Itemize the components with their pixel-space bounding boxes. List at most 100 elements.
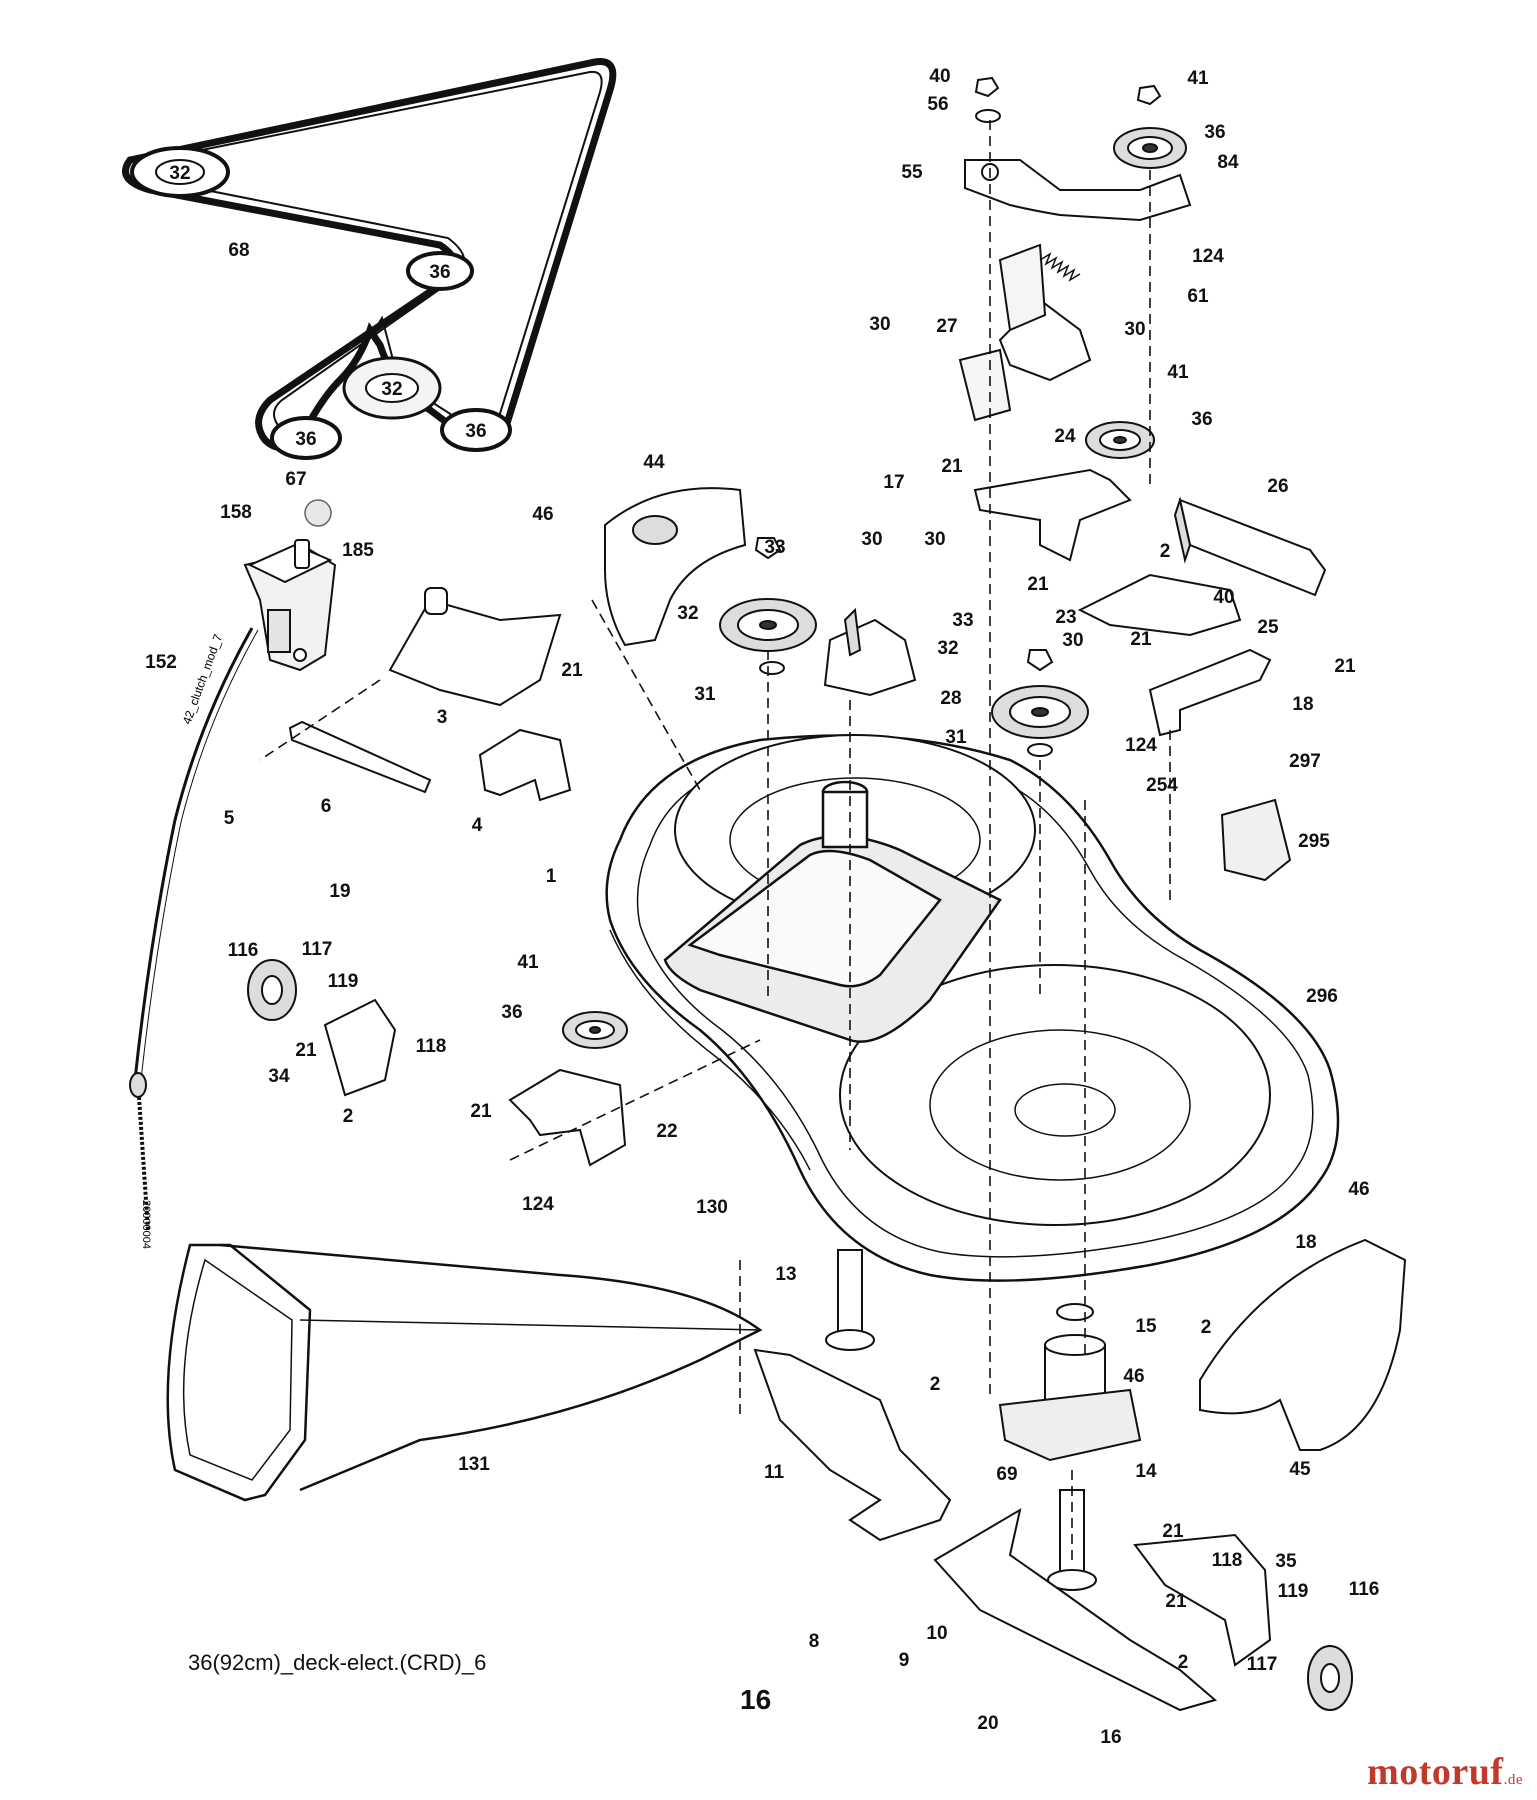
pulley-36-right [406,251,474,291]
callout-41: 41 [1187,68,1209,89]
callout-119: 119 [328,971,359,992]
callout-15: 15 [1135,1316,1157,1337]
pulley-num-36a: 36 [429,262,450,283]
bracket-3 [388,587,562,707]
diagram-caption: 36(92cm)_deck-elect.(CRD)_6 [188,1650,487,1675]
callout-44: 44 [643,452,665,473]
bracket-26 [1173,496,1327,597]
spindle-housing-14 [998,1303,1142,1462]
bracket-28 [823,607,917,697]
callout-185: 185 [342,540,374,561]
callout-25: 25 [1257,617,1279,638]
callout-21: 21 [1130,629,1152,650]
callout-21: 21 [941,456,963,477]
callout-61: 61 [1187,286,1209,307]
callout-46: 46 [532,504,553,525]
callout-41: 41 [517,952,539,973]
mid-pulley-36 [1085,421,1155,459]
callout-45: 45 [1289,1459,1311,1480]
pulley-num-32b: 32 [381,379,402,400]
callout-124: 124 [1125,735,1157,756]
bracket-22 [508,1068,627,1167]
pulley-num-36c: 36 [465,421,486,442]
callout-119: 119 [1278,1581,1309,1602]
callout-118: 118 [1212,1550,1243,1571]
watermark-name: motoruf [1367,1751,1504,1793]
callout-295: 295 [1298,831,1330,852]
callout-10: 10 [926,1623,947,1644]
callout-36: 36 [501,1002,522,1023]
callout-116: 116 [228,940,259,961]
blade-16 [933,1507,1218,1712]
deck-right-spindle-hole [1014,1083,1116,1137]
clutch-cable-group [129,627,259,1231]
callout-4: 4 [472,815,483,836]
callout-18: 18 [1292,694,1313,715]
belt-guide-45 [1199,1238,1407,1451]
callout-36: 36 [1204,122,1225,143]
callout-3: 3 [437,707,448,728]
callout-30: 30 [869,314,890,335]
deck-spindle-tube-body [821,790,869,849]
pulley-32-center-hub [365,373,419,403]
callout-116: 116 [1349,1579,1380,1600]
cable-end-label: 20000004 [140,1200,152,1249]
spring-61 [1039,252,1081,282]
callout-11: 11 [764,1462,785,1483]
callout-152: 152 [145,652,177,673]
callout-34: 34 [268,1066,290,1087]
deck-center-cover-top [687,849,942,988]
callout-2: 2 [930,1374,941,1395]
callout-131: 131 [458,1454,490,1475]
callout-2: 2 [343,1106,354,1127]
pulley-num-32a: 32 [169,163,190,184]
callout-55: 55 [901,162,923,183]
callout-40: 40 [1213,587,1234,608]
callout-2: 2 [1160,541,1171,562]
callout-21: 21 [1334,656,1356,677]
watermark-logo: motoruf.de [1367,1750,1523,1794]
callout-40: 40 [929,66,950,87]
callout-46: 46 [1123,1366,1144,1387]
watermark-domain: .de [1503,1772,1523,1788]
callout-24: 24 [1054,426,1076,447]
callout-6: 6 [321,796,332,817]
callout-2: 2 [1201,1317,1212,1338]
mower-deck [605,734,1340,1282]
spindle-13 [825,1249,875,1351]
gauge-wheel-left [247,959,397,1097]
callout-130: 130 [696,1197,728,1218]
callout-21: 21 [295,1040,317,1061]
chute-deflector-295 [1220,798,1292,882]
belt-guide-ball [304,499,332,527]
bracket-4 [478,728,572,802]
callout-31: 31 [694,684,716,705]
callout-30: 30 [1062,630,1083,651]
grass-catcher-131 [166,1243,763,1502]
callout-20: 20 [977,1713,998,1734]
callout-69: 69 [996,1464,1017,1485]
link-rod-6 [288,720,432,794]
pulley-32-right [991,649,1089,757]
top-pulley-36 [1113,127,1187,169]
blade-11 [753,1348,952,1542]
callout-31: 31 [945,727,967,748]
bracket-24 [973,468,1132,562]
pulley-32-left [719,537,817,675]
callout-19: 19 [329,881,350,902]
callout-22: 22 [656,1121,677,1142]
callout-68: 68 [228,240,249,261]
callout-254: 254 [1146,775,1178,796]
callout-21: 21 [1027,574,1049,595]
bracket-23 [1077,573,1242,637]
pulley-num-36b: 36 [295,429,316,450]
callout-124: 124 [522,1194,554,1215]
callout-9: 9 [899,1650,910,1671]
belt-guide-44 [604,487,747,647]
callout-2: 2 [1178,1652,1189,1673]
callout-21: 21 [1162,1521,1184,1542]
callout-17: 17 [883,472,904,493]
callout-32: 32 [937,638,958,659]
